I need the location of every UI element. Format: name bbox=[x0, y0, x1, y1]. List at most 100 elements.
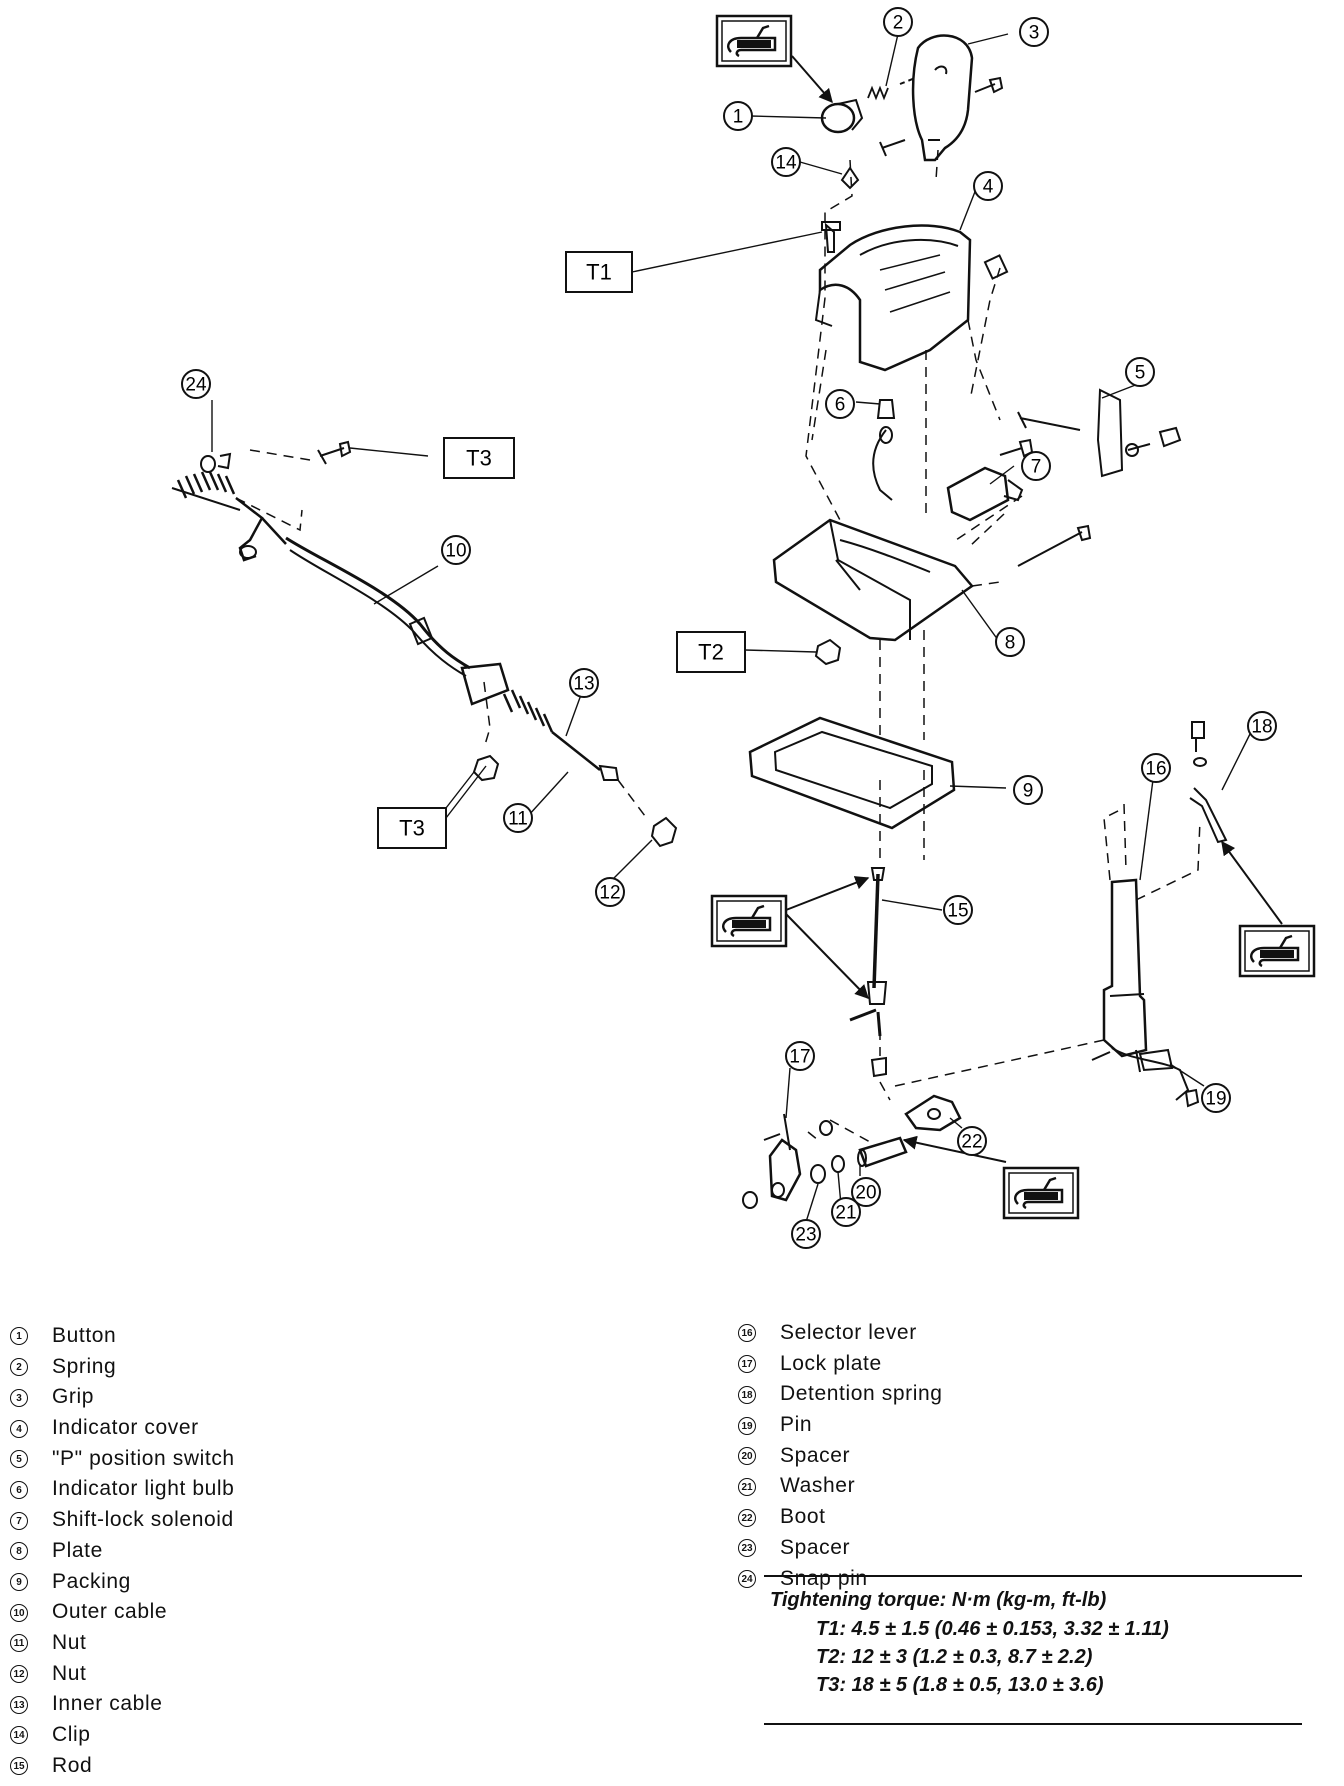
legend-item-number: 15 bbox=[10, 1757, 28, 1776]
callout-number: 13 bbox=[573, 674, 594, 695]
callout-number: 15 bbox=[947, 901, 968, 922]
callout-circle bbox=[771, 147, 801, 177]
legend-item-label: Spring bbox=[52, 1354, 117, 1378]
callout-6: 6 bbox=[825, 389, 855, 419]
legend-item-label: Boot bbox=[780, 1505, 826, 1529]
callout-circle bbox=[995, 627, 1025, 657]
callout-21: 21 bbox=[831, 1197, 861, 1227]
callout-3: 3 bbox=[1019, 17, 1049, 47]
callout-7: 7 bbox=[1021, 451, 1051, 481]
callout-number: 11 bbox=[508, 809, 528, 830]
legend-item-label: Selector lever bbox=[780, 1321, 917, 1344]
legend-item-label: Spacer bbox=[780, 1535, 851, 1559]
legend-item-number: 5 bbox=[10, 1450, 28, 1469]
legend-item-number: 9 bbox=[10, 1572, 28, 1591]
callout-1: 1 bbox=[723, 101, 753, 131]
legend-item-number: 13 bbox=[10, 1695, 28, 1714]
legend-item-label: Pin bbox=[780, 1413, 813, 1437]
legend-item-number: 21 bbox=[738, 1477, 756, 1496]
callout-10: 10 bbox=[441, 535, 471, 565]
legend-item-number: 8 bbox=[10, 1542, 28, 1561]
callout-12: 12 bbox=[595, 877, 625, 907]
callout-number: 18 bbox=[1251, 717, 1272, 738]
callout-17: 17 bbox=[785, 1041, 815, 1071]
torque-label-t2: T2 bbox=[676, 631, 746, 673]
callout-circle bbox=[1013, 775, 1043, 805]
legend-item-number: 19 bbox=[738, 1416, 756, 1435]
legend-item-label: Detention spring bbox=[780, 1382, 943, 1406]
callout-number: 24 bbox=[185, 375, 207, 396]
callout-number: 23 bbox=[795, 1225, 816, 1246]
legend-item: 23 Spacer bbox=[738, 1533, 943, 1564]
legend-item-number: 24 bbox=[738, 1569, 756, 1588]
legend-item-number: 14 bbox=[10, 1726, 28, 1745]
legend-item-number: 11 bbox=[10, 1634, 28, 1653]
callout-circle bbox=[441, 535, 471, 565]
callout-number: 4 bbox=[983, 177, 994, 198]
callout-circle bbox=[1247, 711, 1277, 741]
callout-circle bbox=[791, 1219, 821, 1249]
legend-item-label: Packing bbox=[52, 1569, 131, 1593]
callout-18: 18 bbox=[1247, 711, 1277, 741]
legend-item-number: 10 bbox=[10, 1603, 28, 1622]
torque-label-t3-lower: T3 bbox=[377, 807, 447, 849]
callout-9: 9 bbox=[1013, 775, 1043, 805]
callout-number: 22 bbox=[961, 1132, 982, 1153]
legend-item-label: Snap pin bbox=[780, 1566, 868, 1590]
callout-number: 5 bbox=[1135, 363, 1146, 384]
legend-item-label: Spacer bbox=[780, 1443, 851, 1467]
legend-item-label: Grip bbox=[52, 1385, 95, 1409]
callout-number: 17 bbox=[789, 1047, 810, 1068]
callout-8: 8 bbox=[995, 627, 1025, 657]
grease-gun-icons bbox=[710, 14, 1316, 1220]
legend-item: 5"P" position switch bbox=[10, 1444, 235, 1475]
callout-13: 13 bbox=[569, 668, 599, 698]
legend-item-number: 17 bbox=[738, 1355, 756, 1374]
legend-item-label: Nut bbox=[52, 1661, 87, 1685]
callout-number: 21 bbox=[835, 1203, 856, 1224]
legend-item-number: 3 bbox=[10, 1388, 28, 1407]
torque-label-text: T3 bbox=[399, 816, 425, 841]
legend-item: 11 Nut bbox=[10, 1628, 235, 1659]
callout-number: 19 bbox=[1205, 1089, 1226, 1110]
grease-gun-icon bbox=[710, 894, 788, 948]
callout-number: 2 bbox=[893, 13, 904, 34]
callout-number: 12 bbox=[599, 883, 620, 904]
tightening-torque-spec: Tightening torque: N·m (kg-m, ft-lb) T1:… bbox=[764, 1575, 1302, 1725]
torque-label-text: T3 bbox=[466, 446, 492, 471]
torque-label-text: T2 bbox=[698, 640, 724, 665]
callout-circle bbox=[957, 1126, 987, 1156]
callout-number: 1 bbox=[733, 107, 744, 128]
callout-circle bbox=[1141, 753, 1171, 783]
legend-item-number: 1 bbox=[10, 1327, 28, 1346]
legend-item-number: 23 bbox=[738, 1539, 756, 1558]
legend-item-number: 16 bbox=[738, 1324, 756, 1343]
grease-indicator-arrows bbox=[785, 55, 1283, 1163]
callout-number: 8 bbox=[1005, 633, 1016, 654]
callout-16: 16 bbox=[1141, 753, 1171, 783]
callout-11: 11 bbox=[503, 803, 533, 833]
legend-item-label: Nut bbox=[52, 1630, 87, 1654]
callout-circle bbox=[595, 877, 625, 907]
callout-circle bbox=[831, 1197, 861, 1227]
callout-circle bbox=[1019, 17, 1049, 47]
legend-item-number: 7 bbox=[10, 1511, 28, 1530]
callout-4: 4 bbox=[973, 171, 1003, 201]
callout-5: 5 bbox=[1125, 357, 1155, 387]
torque-heading: Tightening torque: N·m (kg-m, ft-lb) bbox=[770, 1589, 1107, 1611]
callout-circle bbox=[943, 895, 973, 925]
